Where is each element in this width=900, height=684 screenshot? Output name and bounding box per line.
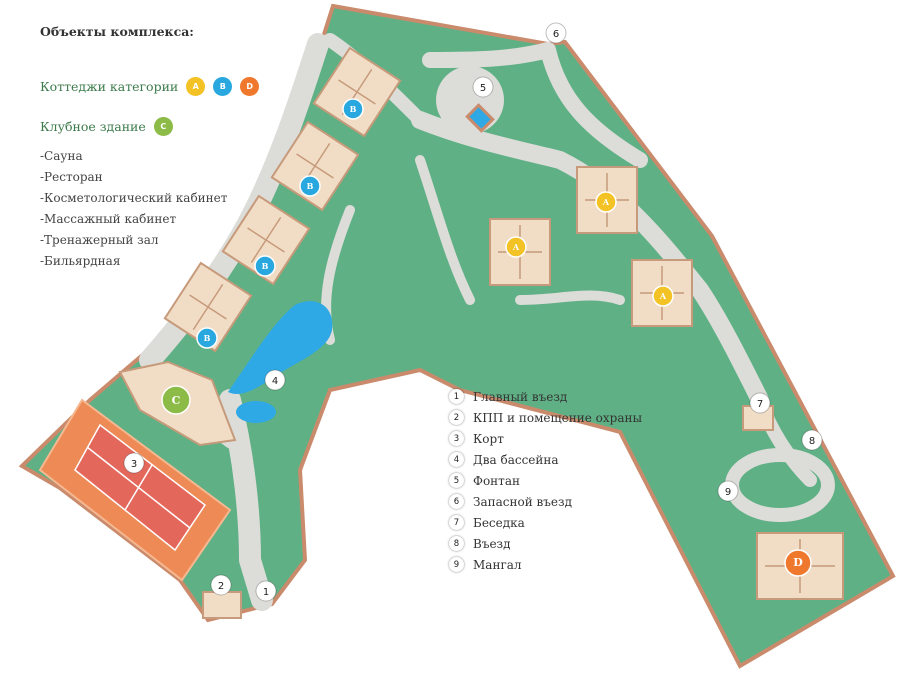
key-number: 3: [449, 431, 464, 446]
checkpoint-building: [202, 591, 242, 619]
key-label: Фонтан: [473, 473, 520, 488]
map-key: 1 Главный въезд 2 КПП и помещение охраны 3…: [449, 386, 642, 575]
category-badge-c: C: [161, 385, 191, 415]
facility-item: -Косметологический кабинет: [40, 191, 228, 205]
svg-text:A: A: [512, 242, 520, 252]
svg-text:B: B: [307, 181, 314, 191]
category-badge-d: D: [784, 549, 812, 577]
svg-text:A: A: [659, 291, 667, 301]
key-number: 8: [449, 536, 464, 551]
legend-category-d: D: [240, 77, 260, 96]
svg-text:B: B: [350, 104, 357, 114]
category-badge-a: A: [505, 236, 527, 258]
pool-large: [228, 301, 333, 395]
map-marker-4: 4: [264, 369, 286, 391]
category-badge-b: B: [342, 98, 364, 120]
cottage-building: [221, 194, 311, 286]
svg-text:3: 3: [131, 459, 137, 470]
map-marker-8: 8: [801, 429, 823, 451]
key-number: 7: [449, 515, 464, 530]
legend-cottages: Коттеджи категории A B D: [40, 77, 260, 96]
map-marker-6: 6: [545, 22, 567, 44]
key-number: 5: [449, 473, 464, 488]
facility-item: -Ресторан: [40, 170, 103, 184]
facility-item: -Массажный кабинет: [40, 212, 177, 226]
key-label: Беседка: [473, 515, 525, 530]
legend-category-a: A: [186, 77, 206, 96]
svg-text:5: 5: [480, 83, 486, 94]
key-label: Запасной въезд: [473, 494, 572, 509]
key-number: 4: [449, 452, 464, 467]
svg-text:D: D: [793, 556, 803, 569]
tennis-court: [38, 398, 232, 582]
facility-item: -Тренажерный зал: [40, 233, 159, 247]
svg-text:B: B: [204, 333, 211, 343]
svg-text:8: 8: [809, 436, 815, 447]
key-label: Мангал: [473, 557, 522, 572]
map-marker-3: 3: [123, 452, 145, 474]
svg-text:9: 9: [725, 487, 731, 498]
key-number: 9: [449, 557, 464, 572]
cottage-building: [163, 261, 253, 353]
pool-small: [236, 401, 276, 423]
fountain: [465, 103, 495, 133]
key-label: КПП и помещение охраны: [473, 410, 643, 425]
map-marker-5: 5: [472, 76, 494, 98]
legend-club-label: Клубное здание: [40, 119, 146, 134]
svg-text:4: 4: [272, 376, 278, 387]
svg-text:C: C: [172, 394, 181, 407]
map-marker-1: 1: [255, 580, 277, 602]
key-item: 9 Мангал: [449, 554, 642, 575]
legend-cottages-label: Коттеджи категории: [40, 79, 179, 94]
svg-text:7: 7: [757, 399, 763, 410]
svg-text:A: A: [602, 197, 610, 207]
key-item: 8 Въезд: [449, 533, 642, 554]
key-item: 3 Корт: [449, 428, 642, 449]
svg-text:2: 2: [218, 581, 224, 592]
key-item: 5 Фонтан: [449, 470, 642, 491]
legend-category-b: B: [213, 77, 233, 96]
key-number: 6: [449, 494, 464, 509]
svg-text:B: B: [262, 261, 269, 271]
category-badge-a: A: [652, 285, 674, 307]
svg-text:6: 6: [553, 29, 559, 40]
svg-text:1: 1: [263, 587, 269, 598]
map-marker-2: 2: [210, 574, 232, 596]
category-badge-a: A: [595, 191, 617, 213]
key-item: 7 Беседка: [449, 512, 642, 533]
category-badge-b: B: [299, 175, 321, 197]
fountain-plaza: [436, 66, 504, 134]
legend-category-c: C: [153, 117, 173, 136]
key-number: 2: [449, 410, 464, 425]
map-marker-7: 7: [749, 392, 771, 414]
key-item: 6 Запасной въезд: [449, 491, 642, 512]
legend-club: Клубное здание C: [40, 117, 173, 136]
key-item: 4 Два бассейна: [449, 449, 642, 470]
category-badge-b: B: [254, 255, 276, 277]
key-label: Корт: [473, 431, 504, 446]
key-label: Главный въезд: [473, 389, 568, 404]
category-badge-b: B: [196, 327, 218, 349]
facility-item: -Бильярдная: [40, 254, 121, 268]
key-number: 1: [449, 389, 464, 404]
legend-title: Объекты комплекса:: [40, 24, 194, 39]
key-item: 2 КПП и помещение охраны: [449, 407, 642, 428]
facility-item: -Сауна: [40, 149, 83, 163]
key-item: 1 Главный въезд: [449, 386, 642, 407]
numbered-markers: 1 2 3 4 5 6 7 8 9: [123, 22, 823, 602]
key-label: Два бассейна: [473, 452, 559, 467]
map-marker-9: 9: [717, 480, 739, 502]
category-badges: B B B B A A A D C: [161, 98, 812, 577]
key-label: Въезд: [473, 536, 511, 551]
